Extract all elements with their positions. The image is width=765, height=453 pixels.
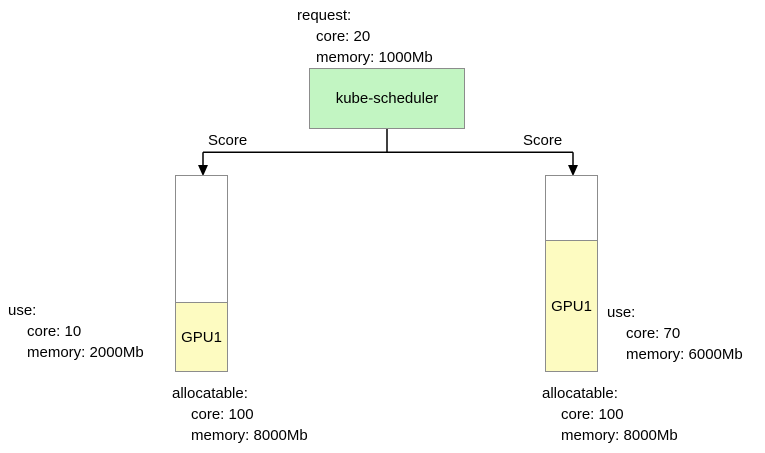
node-right-allocatable-memory: memory: 8000Mb	[561, 427, 678, 444]
left-arrowhead-icon	[198, 165, 208, 177]
node-right-use-core: core: 70	[626, 325, 681, 342]
node-right-use-title: use:	[607, 304, 636, 321]
node-left-use-core: core: 10	[27, 323, 82, 340]
request-title: request:	[297, 7, 352, 24]
right-arrowhead-icon	[568, 165, 578, 177]
node-left: GPU1	[175, 175, 228, 372]
node-right-use-block: use: core: 70 memory: 6000Mb	[607, 302, 743, 365]
node-right-gpu-label: GPU1	[551, 297, 592, 315]
node-left-allocatable-memory: memory: 8000Mb	[191, 427, 308, 444]
kube-scheduler-label: kube-scheduler	[335, 90, 439, 107]
kube-scheduler-box: kube-scheduler	[309, 68, 465, 129]
node-left-allocatable-block: allocatable: core: 100 memory: 8000Mb	[172, 383, 308, 446]
request-label-block: request: core: 20 memory: 1000Mb	[297, 5, 433, 68]
node-right-allocatable-core: core: 100	[561, 406, 624, 423]
node-left-allocatable-title: allocatable:	[172, 385, 248, 402]
node-right: GPU1	[545, 175, 598, 372]
node-left-use-title: use:	[8, 302, 37, 319]
node-right-allocatable-title: allocatable:	[542, 385, 618, 402]
node-right-allocatable-block: allocatable: core: 100 memory: 8000Mb	[542, 383, 678, 446]
score-label-left: Score	[208, 132, 248, 149]
scheduler-stem-line	[202, 129, 574, 167]
node-left-use-block: use: core: 10 memory: 2000Mb	[8, 300, 144, 363]
node-right-use-memory: memory: 6000Mb	[626, 346, 743, 363]
node-left-gpu-label: GPU1	[181, 328, 222, 346]
node-left-allocatable-core: core: 100	[191, 406, 254, 423]
node-left-gpu-region: GPU1	[176, 302, 227, 371]
node-right-gpu-region: GPU1	[546, 240, 597, 371]
request-core-line: core: 20	[316, 28, 371, 45]
score-label-right: Score	[523, 132, 563, 149]
request-memory-line: memory: 1000Mb	[316, 49, 433, 66]
node-left-use-memory: memory: 2000Mb	[27, 344, 144, 361]
